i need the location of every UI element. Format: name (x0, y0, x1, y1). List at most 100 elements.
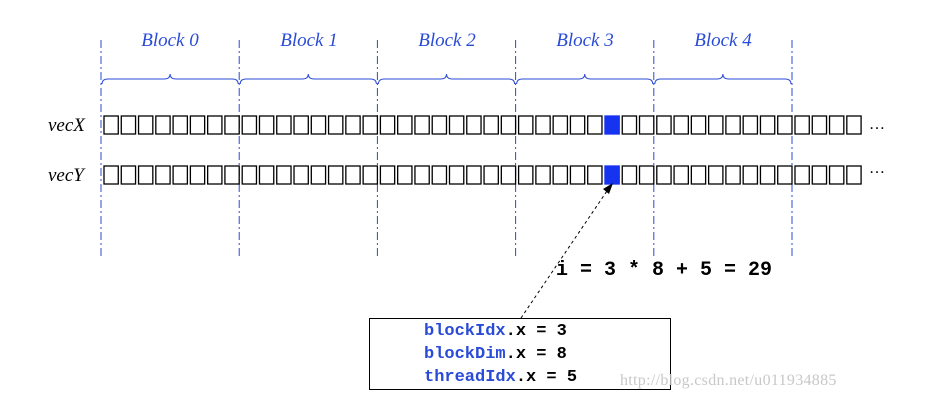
vector-cell (828, 165, 845, 185)
vector-cell (137, 115, 154, 135)
vector-cell (155, 165, 171, 185)
vector-cell (362, 115, 379, 135)
vector-cell (725, 165, 741, 185)
vector-cell (552, 115, 569, 135)
info-line-threadidx: threadIdx.x = 5 (424, 368, 577, 387)
vector-cell (535, 115, 551, 135)
info-name: threadIdx (424, 368, 516, 387)
vector-cell (466, 165, 482, 185)
info-value: .x = 5 (515, 368, 578, 387)
vector-cell (206, 115, 223, 135)
vector-cell (690, 165, 707, 185)
vector-cell (535, 165, 551, 185)
vector-cell (725, 115, 741, 135)
row-label-vecx: vecX (48, 115, 85, 136)
info-name: blockDim (424, 345, 506, 364)
index-formula: i = 3 * 8 + 5 = 29 (556, 259, 773, 282)
pointer-arrowhead (603, 183, 613, 194)
vector-cell (120, 165, 137, 185)
row-label-vecy: vecY (48, 165, 84, 186)
vector-cell (621, 115, 638, 135)
vector-cell (846, 165, 862, 185)
watermark: http://blog.csdn.net/u011934885 (620, 372, 837, 389)
block-label-3: Block 3 (556, 30, 614, 51)
vector-cell (137, 165, 154, 185)
vector-cell (638, 165, 655, 185)
vector-cell (293, 165, 309, 185)
block-label-0: Block 0 (141, 30, 199, 51)
row-ellipsis-vecx: … (869, 116, 885, 133)
vector-cell (742, 115, 759, 135)
vector-cell (828, 115, 845, 135)
block-brace (377, 73, 516, 85)
vector-cell (155, 115, 171, 135)
vector-cells (103, 115, 862, 185)
vector-cell (345, 165, 361, 185)
vector-cell (224, 115, 240, 135)
vector-cell (327, 165, 344, 185)
vector-cell (569, 165, 586, 185)
vector-cell (362, 165, 379, 185)
vector-cell (276, 165, 292, 185)
vector-cell (310, 165, 327, 185)
vector-cell (707, 115, 724, 135)
vector-cell (293, 115, 309, 135)
block-dividers (100, 40, 793, 258)
vector-cell (759, 115, 776, 135)
vector-cell (379, 165, 396, 185)
vector-cell (777, 165, 793, 185)
vector-cell (276, 115, 292, 135)
block-brace (516, 73, 654, 85)
vector-cell (656, 115, 672, 135)
vector-cell (517, 115, 534, 135)
vector-cell (379, 115, 396, 135)
vector-cell (846, 115, 862, 135)
vector-cell (552, 165, 569, 185)
vector-cell (206, 165, 223, 185)
vector-cell (103, 165, 119, 185)
vector-cell (345, 115, 361, 135)
info-name: blockIdx (424, 322, 506, 341)
vector-cell (414, 115, 430, 135)
vector-cell (241, 115, 258, 135)
vector-cell (483, 115, 499, 135)
vector-cell (690, 115, 707, 135)
highlighted-cell (604, 115, 620, 135)
vector-cell (621, 165, 638, 185)
vector-cell (517, 165, 534, 185)
block-label-4: Block 4 (694, 30, 752, 51)
highlighted-cell (604, 165, 620, 185)
vector-cell (811, 115, 828, 135)
vector-cell (241, 165, 258, 185)
vector-cell (189, 165, 206, 185)
block-label-2: Block 2 (418, 30, 476, 51)
block-brace (101, 73, 239, 85)
vector-cell (397, 165, 413, 185)
vector-cell (587, 165, 603, 185)
vector-cell (500, 165, 517, 185)
info-line-blockdim: blockDim.x = 8 (424, 345, 567, 364)
info-line-blockidx: blockIdx.x = 3 (424, 322, 567, 341)
vector-cell (448, 115, 465, 135)
vector-cell (258, 115, 275, 135)
vector-cell (673, 165, 689, 185)
vector-cell (707, 165, 724, 185)
block-brace (239, 73, 377, 85)
vector-cell (656, 165, 672, 185)
vector-cell (759, 165, 776, 185)
vector-cell (742, 165, 759, 185)
vector-cell (483, 165, 499, 185)
info-value: .x = 3 (505, 322, 567, 341)
vector-cell (794, 165, 810, 185)
vector-cell (777, 115, 793, 135)
vector-cell (189, 115, 206, 135)
vector-cell (794, 115, 810, 135)
vector-cell (448, 165, 465, 185)
vector-cell (120, 115, 137, 135)
vector-cell (466, 115, 482, 135)
vector-cell (569, 115, 586, 135)
info-value: .x = 8 (505, 345, 567, 364)
vector-cell (431, 165, 448, 185)
